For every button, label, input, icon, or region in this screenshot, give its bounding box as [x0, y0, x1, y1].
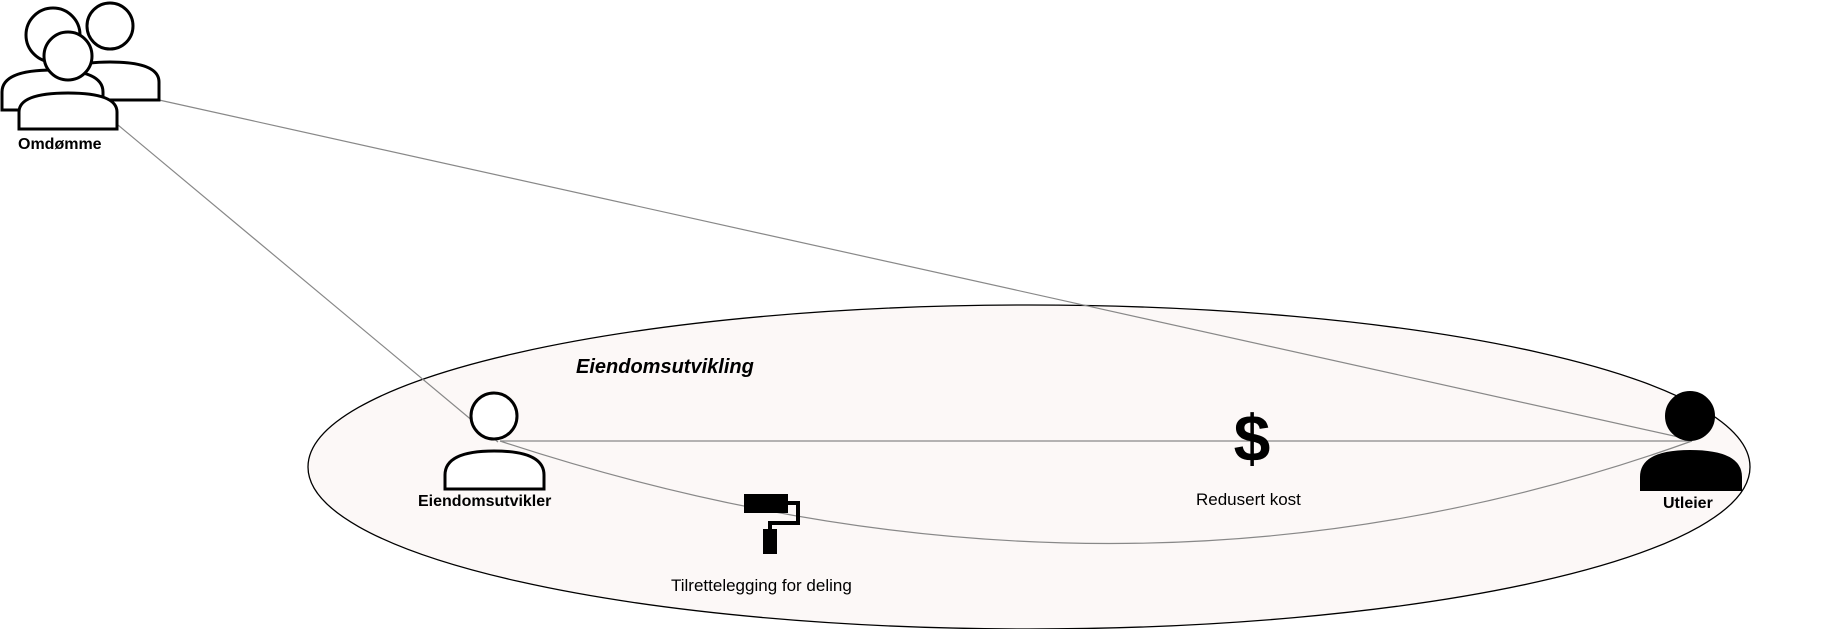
- omdomme-label: Omdømme: [18, 136, 102, 153]
- group-users-icon: [0, 1, 161, 131]
- connector-omdomme-eiendomsutvikler: [111, 119, 499, 443]
- connector-eiendomsutvikler-utleier-via-tilrettelegging: [499, 440, 1693, 545]
- utleier-label: Utleier: [1663, 495, 1713, 512]
- dollar-icon: $: [1234, 401, 1271, 475]
- user-outline-icon: [443, 391, 546, 491]
- redusert-kost-label: Redusert kost: [1196, 490, 1301, 509]
- eiendomsutvikler-label: Eiendomsutvikler: [418, 493, 552, 510]
- tilrettelegging-label: Tilrettelegging for deling: [671, 576, 852, 595]
- paint-roller-icon: [744, 494, 800, 554]
- connector-omdomme-utleier: [149, 97, 1693, 441]
- eiendomsutvikling-group-title: Eiendomsutvikling: [576, 356, 754, 378]
- user-filled-icon: [1640, 391, 1742, 491]
